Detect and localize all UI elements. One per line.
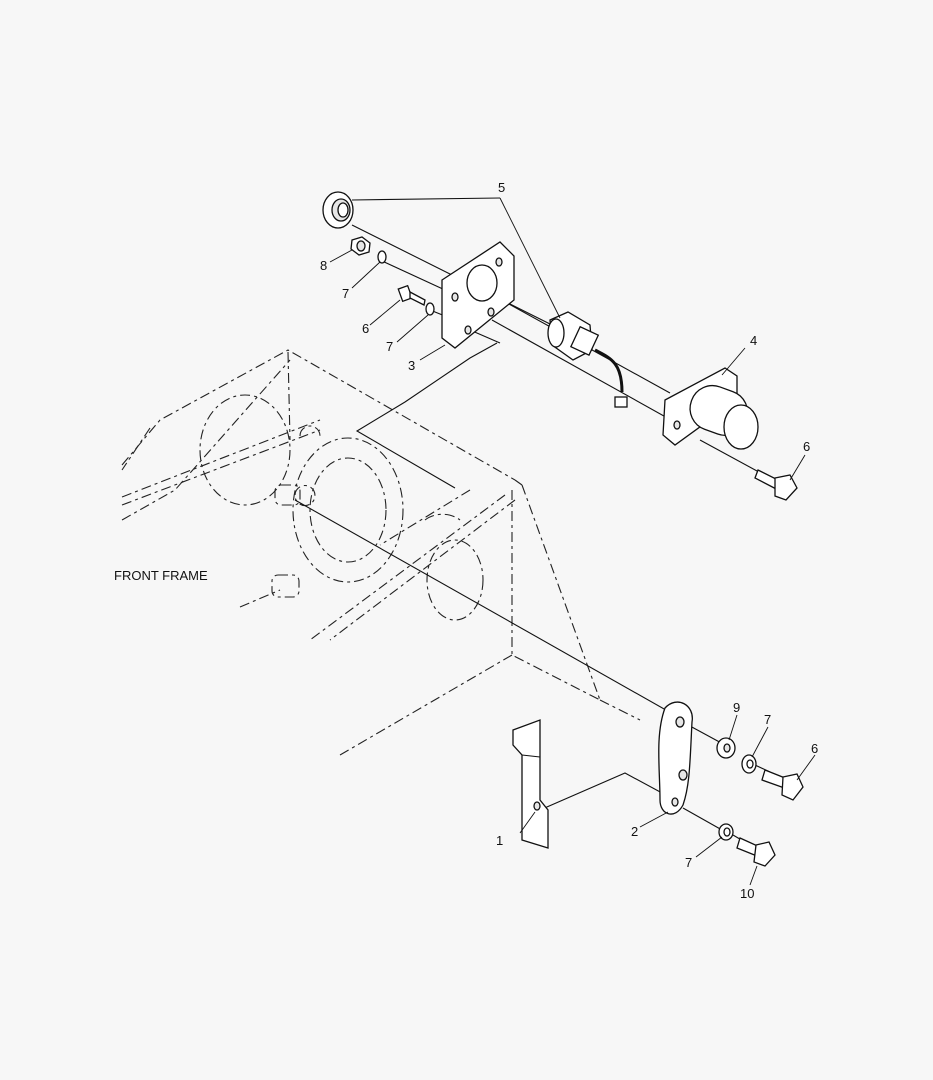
bolt-lower [761, 769, 804, 801]
callout-4: 4 [750, 333, 757, 348]
lock-washer-lower [718, 823, 734, 841]
callout-7: 7 [386, 339, 393, 354]
callout-leaders [329, 197, 816, 886]
bolt [754, 469, 798, 501]
callout-7: 7 [685, 855, 692, 870]
mounting-plate [441, 241, 515, 349]
callout-6: 6 [811, 741, 818, 756]
callout-5: 5 [498, 180, 505, 195]
hex-nut [350, 236, 371, 256]
sensor [547, 311, 628, 408]
bolt-10 [736, 837, 776, 867]
curved-plate [658, 701, 693, 815]
lock-washer [741, 754, 757, 774]
callout-9: 9 [733, 700, 740, 715]
front-frame-outline [121, 349, 641, 756]
bolt-small [397, 284, 426, 306]
front-frame-label: FRONT FRAME [114, 568, 208, 583]
callout-3: 3 [408, 358, 415, 373]
callout-1: 1 [496, 833, 503, 848]
callout-6: 6 [803, 439, 810, 454]
callout-10: 10 [740, 886, 754, 901]
switch [662, 367, 759, 450]
callout-2: 2 [631, 824, 638, 839]
callout-7: 7 [764, 712, 771, 727]
callout-8: 8 [320, 258, 327, 273]
washer-icon [425, 302, 435, 316]
nut [322, 191, 354, 229]
bracket [512, 719, 549, 849]
callout-6: 6 [362, 321, 369, 336]
flat-washer [716, 737, 736, 759]
washer-icon [377, 250, 387, 264]
callout-7: 7 [342, 286, 349, 301]
